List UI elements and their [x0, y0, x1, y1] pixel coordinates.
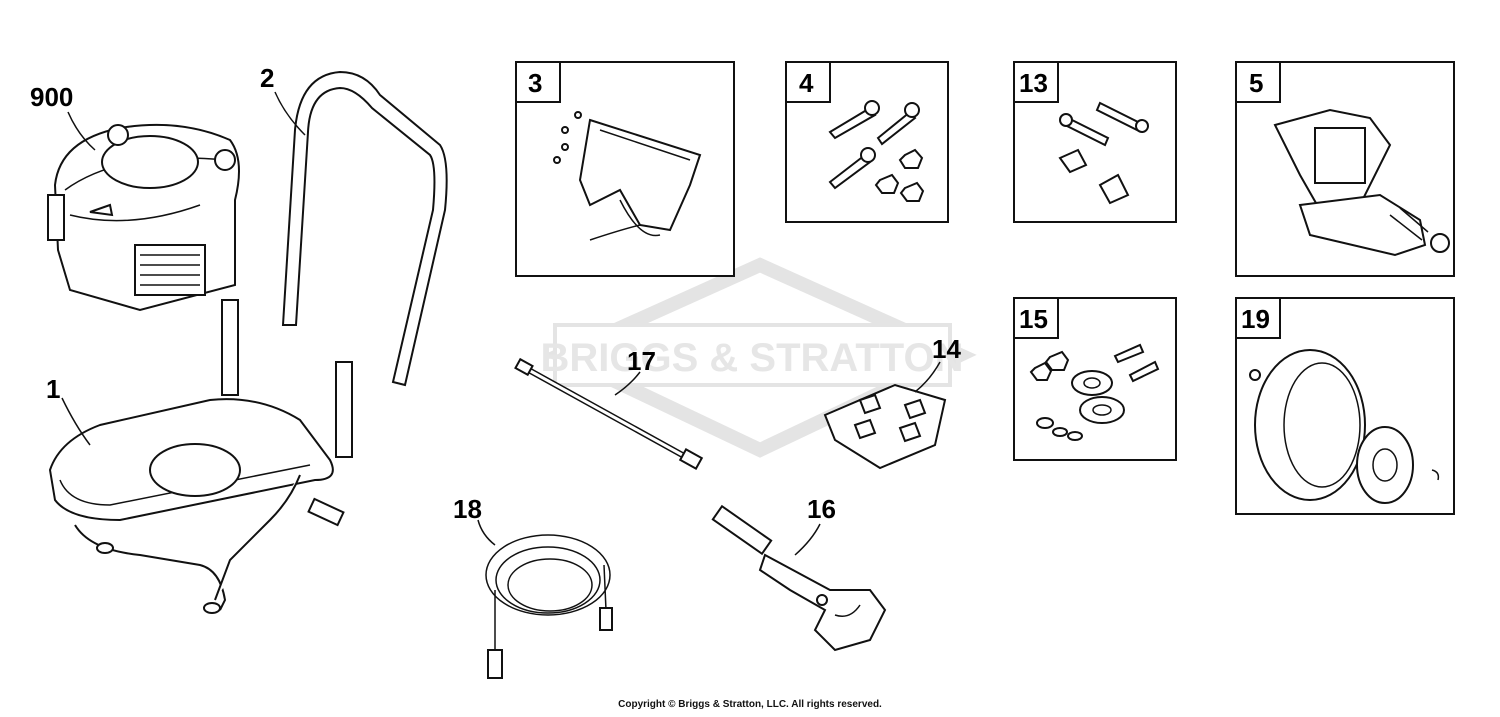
callout-19: 19 [1241, 304, 1270, 334]
callout-1: 1 [46, 374, 60, 404]
brand-watermark-logo: BRIGGS & STRATTON [541, 257, 977, 458]
callout-17: 17 [627, 346, 656, 376]
callout-5: 5 [1249, 68, 1263, 98]
callout-16: 16 [807, 494, 836, 524]
copyright-notice: Copyright © Briggs & Stratton, LLC. All … [618, 699, 882, 710]
callout-4: 4 [799, 68, 814, 98]
part-4-box [785, 61, 949, 223]
part-15-box [1013, 297, 1177, 461]
spray-wand-illustration [514, 357, 704, 470]
callout-14: 14 [932, 334, 961, 364]
frame-illustration [48, 299, 353, 614]
svg-text:BRIGGS & STRATTON: BRIGGS & STRATTON [541, 336, 964, 380]
engine-illustration [47, 123, 240, 312]
callout-13: 13 [1019, 68, 1048, 98]
callout-900: 900 [30, 82, 73, 112]
callout-18: 18 [453, 494, 482, 524]
part-5-box [1235, 61, 1455, 277]
callout-3: 3 [528, 68, 542, 98]
part-19-box [1235, 297, 1455, 515]
callout-2: 2 [260, 63, 274, 93]
callout-15: 15 [1019, 304, 1048, 334]
callout-labels: 900 1 2 3 4 13 5 15 19 17 14 18 16 [30, 63, 1270, 524]
leader-lines [61, 91, 941, 556]
spray-gun-illustration [711, 504, 887, 652]
handle-illustration [281, 70, 448, 387]
part-3-box [515, 61, 735, 277]
part-13-box [1013, 61, 1177, 223]
nozzle-pack-illustration [823, 383, 947, 470]
hose-illustration [485, 534, 613, 679]
